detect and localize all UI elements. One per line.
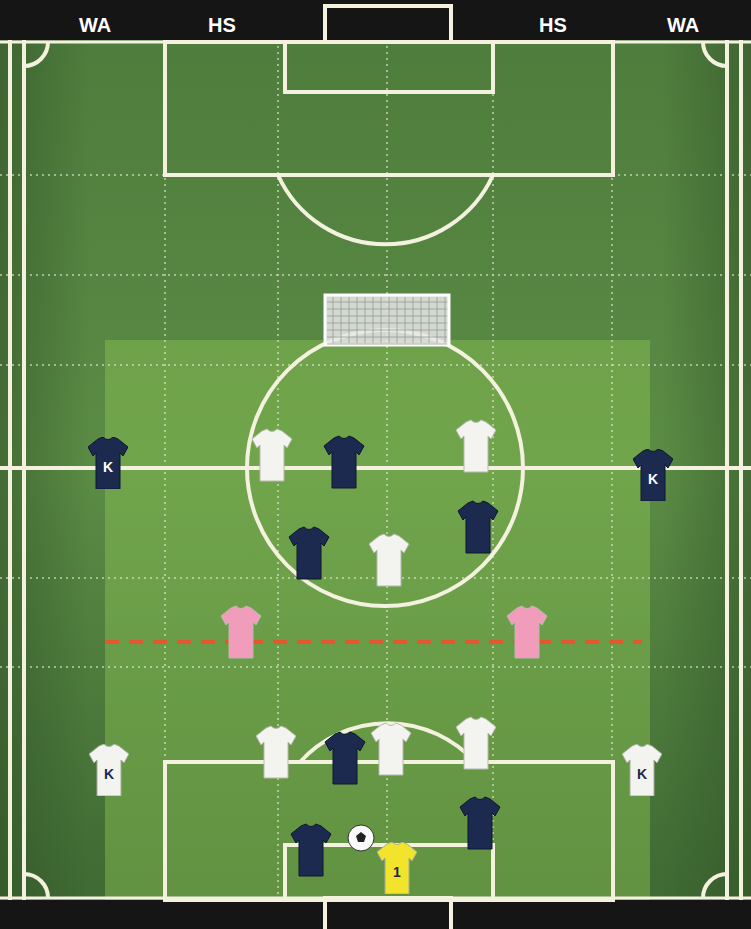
player-jersey: 1 bbox=[377, 842, 417, 894]
player-jersey: K bbox=[88, 437, 128, 489]
role-letter: K bbox=[88, 459, 128, 475]
player-jersey bbox=[458, 501, 498, 553]
role-letter: K bbox=[633, 471, 673, 487]
player-jersey bbox=[324, 436, 364, 488]
ball bbox=[348, 825, 374, 851]
player-jersey bbox=[221, 606, 261, 658]
player-jersey bbox=[371, 723, 411, 775]
zone-label: HS bbox=[208, 14, 236, 37]
player-jersey bbox=[456, 717, 496, 769]
player-jersey bbox=[507, 606, 547, 658]
player-jersey: K bbox=[622, 744, 662, 796]
goal-net bbox=[325, 295, 449, 345]
zone-label: WA bbox=[667, 14, 699, 37]
shirt-number: 1 bbox=[377, 864, 417, 880]
zone-label: HS bbox=[539, 14, 567, 37]
player-jersey bbox=[256, 726, 296, 778]
offside-line bbox=[105, 640, 642, 644]
player-jersey: K bbox=[633, 449, 673, 501]
player-jersey bbox=[325, 732, 365, 784]
player-jersey bbox=[289, 527, 329, 579]
player-jersey bbox=[291, 824, 331, 876]
role-letter: K bbox=[622, 766, 662, 782]
player-jersey bbox=[460, 797, 500, 849]
player-jersey: K bbox=[89, 744, 129, 796]
zone-label: WA bbox=[79, 14, 111, 37]
player-jersey bbox=[252, 429, 292, 481]
player-jersey bbox=[369, 534, 409, 586]
player-jersey bbox=[456, 420, 496, 472]
role-letter: K bbox=[89, 766, 129, 782]
